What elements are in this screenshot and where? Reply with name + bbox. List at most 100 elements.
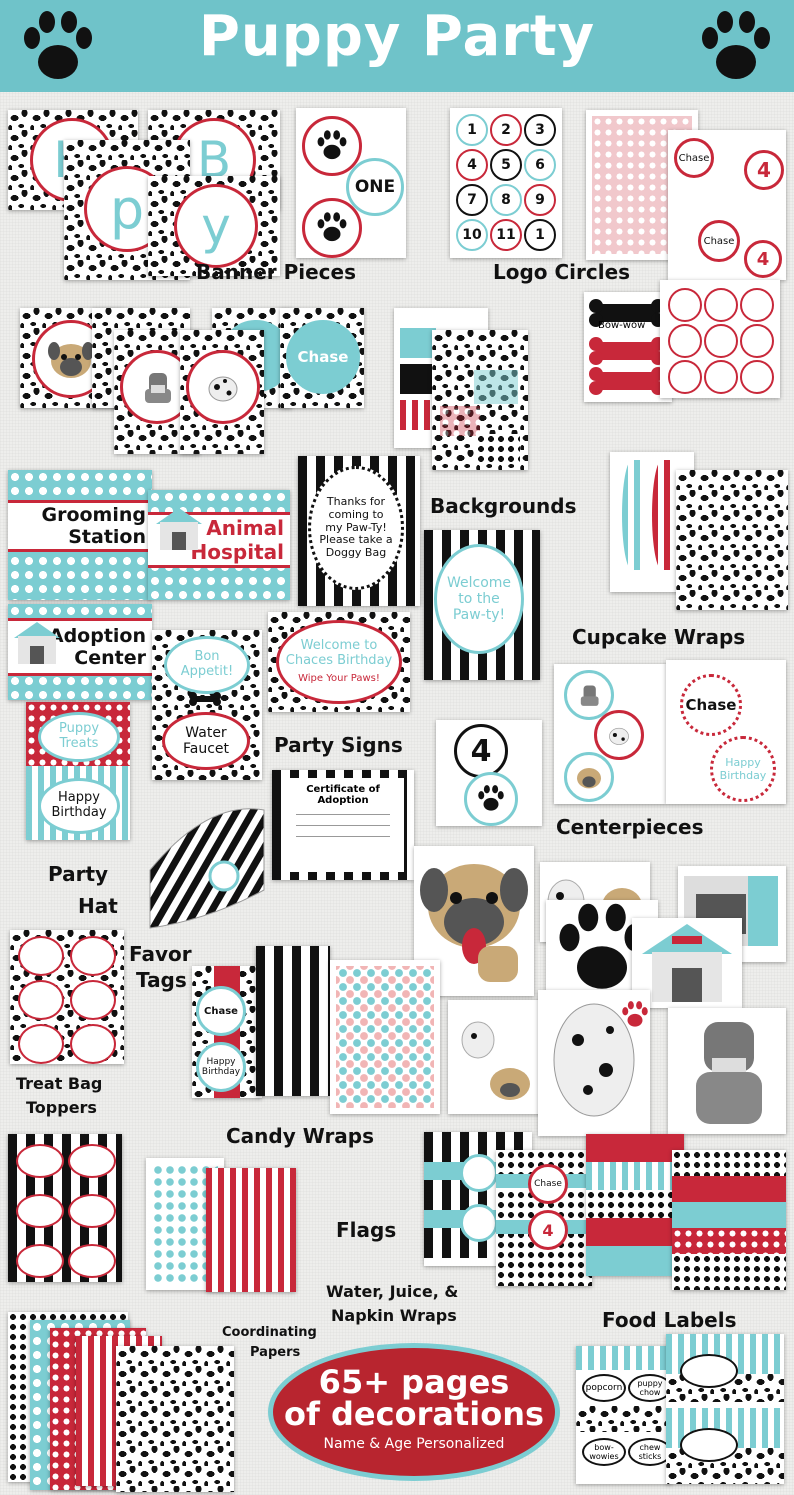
certificate-of-adoption: Certificate of Adoption bbox=[272, 770, 414, 880]
age-circle: 4 bbox=[744, 240, 782, 278]
schnauzer-cutout bbox=[668, 1008, 786, 1134]
label-cupcake-wraps: Cupcake Wraps bbox=[572, 625, 746, 649]
label-candy-wraps: Candy Wraps bbox=[226, 1124, 375, 1148]
paw-print-icon bbox=[702, 11, 770, 79]
candy-wrap-sheet bbox=[330, 960, 440, 1114]
sign-welcome-birthday: Welcome to Chaces Birthday Wipe Your Paw… bbox=[268, 612, 410, 712]
water-bottle-wrap-sheet bbox=[586, 1134, 684, 1276]
one-circle: ONE bbox=[346, 158, 404, 216]
age-circle: 4 bbox=[454, 724, 508, 778]
happy-line2: Birthday bbox=[719, 769, 767, 782]
sign-happy-line2: Birthday bbox=[51, 805, 107, 820]
label-food-labels: Food Labels bbox=[602, 1308, 737, 1332]
number-circle: 8 bbox=[490, 184, 522, 216]
badge-line3: Name & Age Personalized bbox=[323, 1436, 505, 1452]
number-circle: 1 bbox=[456, 114, 488, 146]
bone-label-sheet: Bow-wow bbox=[584, 292, 672, 402]
pages-count-badge: 65+ pages of decorations Name & Age Pers… bbox=[268, 1343, 560, 1481]
number-circle: 2 bbox=[490, 114, 522, 146]
coordinating-paper bbox=[116, 1346, 234, 1492]
sign-welcome-line1: Welcome to bbox=[300, 638, 378, 654]
sign-treats-line1: Puppy bbox=[58, 721, 100, 737]
label-logo-circles: Logo Circles bbox=[493, 260, 631, 284]
sign-water-line2: Faucet bbox=[182, 741, 230, 757]
dalmatian-cutout bbox=[538, 990, 650, 1136]
name-circle: Chase bbox=[680, 674, 742, 736]
centerpiece-circles: Chase Happy Birthday bbox=[666, 660, 786, 804]
sign-grooming-line1: Grooming bbox=[41, 504, 146, 526]
number-circle: 1 bbox=[524, 219, 556, 251]
dog-house-icon bbox=[14, 622, 60, 664]
number-circle: 3 bbox=[524, 114, 556, 146]
paw-print-icon bbox=[464, 772, 518, 826]
number-circle: 11 bbox=[490, 219, 522, 251]
label-backgrounds: Backgrounds bbox=[430, 494, 577, 518]
bone-icon bbox=[189, 692, 221, 706]
sign-puppy-treats: Puppy Treats Happy Birthday bbox=[26, 702, 130, 840]
logo-circles-sheet: Chase 4 Chase 4 bbox=[668, 130, 786, 280]
label-party-hat-2: Hat bbox=[78, 894, 118, 918]
sign-welcome-paw-ty: Welcome to the Paw-ty! bbox=[424, 530, 540, 680]
candy-wrap bbox=[256, 946, 330, 1096]
label-water-wraps-2: Napkin Wraps bbox=[331, 1306, 457, 1325]
age-circle: 4 bbox=[744, 150, 784, 190]
sign-adoption-center: Adoption Center bbox=[8, 604, 152, 700]
food-label-chew-sticks: chew sticks bbox=[628, 1438, 672, 1466]
name-circle: Chase bbox=[528, 1164, 568, 1204]
sign-adoption-line1: Adoption bbox=[48, 625, 146, 647]
paw-print-icon bbox=[620, 1000, 668, 1030]
sign-bon-line1: Bon bbox=[194, 649, 220, 665]
food-label-bow-wowies: bow-wowies bbox=[582, 1438, 626, 1466]
paw-print-icon bbox=[559, 903, 645, 989]
small-dogs-cutout bbox=[448, 1000, 544, 1114]
label-treat-bag-toppers-1: Treat Bag bbox=[16, 1074, 103, 1093]
sign-bon-line2: Appetit! bbox=[180, 664, 234, 679]
dalmatian-icon bbox=[186, 350, 260, 424]
food-label-popcorn: popcorn bbox=[582, 1374, 626, 1402]
dog-house-icon bbox=[156, 508, 202, 550]
centerpiece-circles bbox=[554, 664, 666, 804]
sign-happy-line1: Happy bbox=[58, 790, 100, 806]
label-centerpieces: Centerpieces bbox=[556, 815, 704, 839]
paw-print-icon bbox=[302, 116, 362, 176]
sign-animal-hospital: Animal Hospital bbox=[148, 490, 290, 600]
happy-line1: Happy bbox=[206, 1057, 236, 1067]
food-label-card: popcorn puppy chow bow-wowies chew stick… bbox=[576, 1346, 672, 1484]
banner-piece-one: ONE bbox=[296, 108, 406, 258]
label-flags: Flags bbox=[336, 1218, 397, 1242]
number-circle: 4 bbox=[456, 149, 488, 181]
schnauzer-icon bbox=[696, 1022, 762, 1124]
bone-icon bbox=[589, 299, 665, 395]
certificate-title: Certificate of Adoption bbox=[306, 784, 380, 806]
party-hat bbox=[148, 790, 266, 930]
sign-thanks-for-coming: Thanks for coming to my Paw-Ty! Please t… bbox=[298, 456, 420, 606]
pug-icon bbox=[564, 752, 614, 802]
banner-piece-name: Chase bbox=[280, 308, 364, 408]
name-paw-circle: Chase bbox=[286, 320, 360, 394]
dalmatian-icon bbox=[553, 1003, 635, 1117]
name-circle: Chase bbox=[674, 138, 714, 178]
bow-wow-label: Bow-wow bbox=[598, 320, 646, 331]
name-circle: Chase bbox=[698, 220, 740, 262]
sign-bon-appetit: Bon Appetit! Water Faucet bbox=[152, 630, 262, 780]
sign-welcome-paw-text: Welcome to the Paw-ty! bbox=[434, 544, 524, 654]
treat-bag-topper-sheet bbox=[10, 930, 124, 1064]
number-circle: 6 bbox=[524, 149, 556, 181]
sign-grooming-line2: Station bbox=[68, 526, 146, 548]
sign-grooming-station: Grooming Station bbox=[8, 470, 152, 600]
banner-letter: y bbox=[174, 184, 258, 268]
dog-house-icon bbox=[642, 924, 732, 1002]
number-circle: 9 bbox=[524, 184, 556, 216]
label-favor-tags-1: Favor bbox=[129, 942, 192, 966]
paw-print-icon bbox=[24, 11, 92, 79]
banner-piece-dalmatian bbox=[180, 330, 264, 454]
sign-animal-line1: Animal bbox=[206, 516, 284, 540]
cupcake-wrap-sheet bbox=[676, 470, 788, 610]
dog-house-bone-cutout bbox=[632, 918, 742, 1008]
sign-water-line1: Water bbox=[185, 724, 227, 741]
flag-sheet bbox=[206, 1168, 296, 1292]
badge-line1: 65+ pages bbox=[318, 1363, 510, 1401]
page-title: Puppy Party bbox=[198, 4, 596, 69]
label-coordinating-papers-1: Coordinating bbox=[222, 1325, 317, 1340]
